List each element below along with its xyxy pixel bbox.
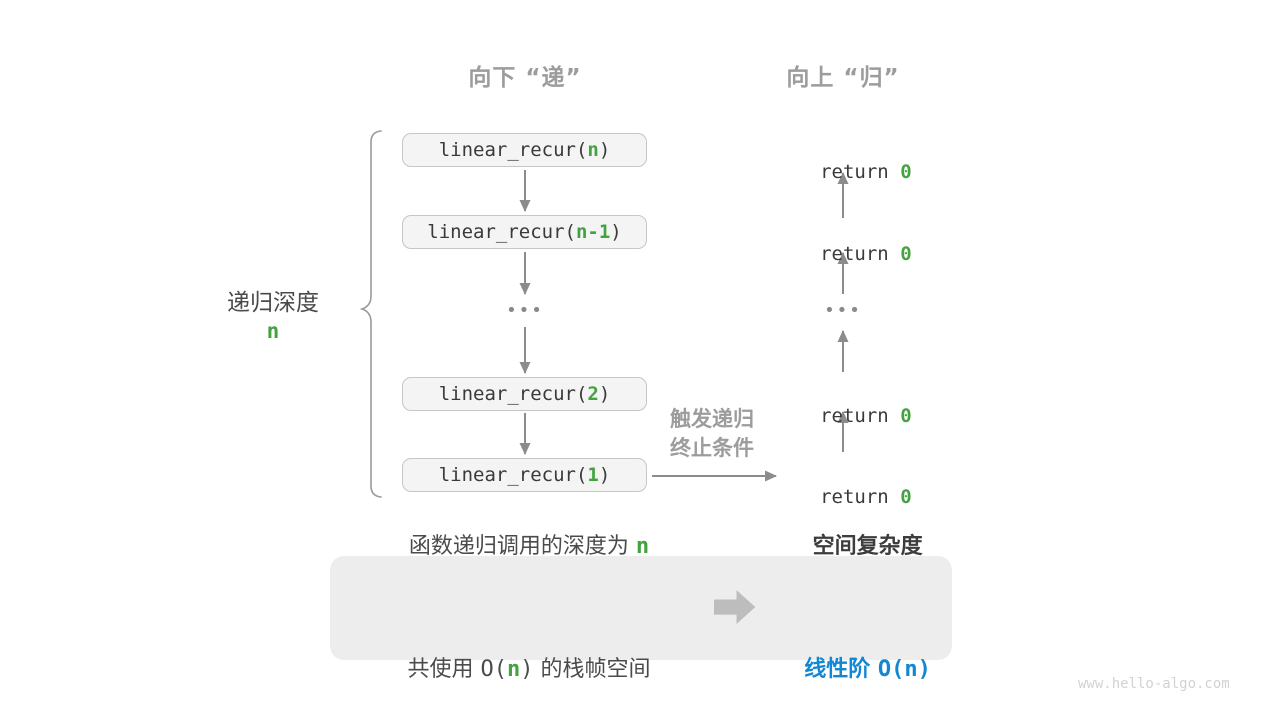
return-label-2: return 0 bbox=[763, 221, 923, 287]
descend-header: 向下 “递” bbox=[468, 65, 582, 91]
ascend-header: 向上 “归” bbox=[786, 65, 900, 91]
depth-label: 递归深度 bbox=[227, 290, 319, 316]
summary-right-text: 空间复杂度 线性阶 O(n) bbox=[783, 444, 952, 720]
call-text: ) bbox=[610, 221, 622, 243]
call-text: linear_recur( bbox=[438, 383, 588, 405]
call-text: linear_recur( bbox=[438, 464, 588, 486]
big-o-n: n bbox=[506, 657, 521, 682]
return-text: return bbox=[820, 405, 901, 427]
call-text: ) bbox=[598, 383, 611, 405]
return-value: 0 bbox=[900, 405, 912, 427]
call-arg: n-1 bbox=[575, 221, 611, 243]
return-label-1: return 0 bbox=[763, 139, 923, 205]
summary-line2-post: 的栈帧空间 bbox=[533, 657, 651, 682]
summary-line1: 函数递归调用的深度为 n bbox=[362, 526, 696, 567]
call-text: linear_recur( bbox=[427, 221, 576, 243]
return-value: 0 bbox=[900, 486, 912, 508]
summary-line2: 共使用 O(n) 的栈帧空间 bbox=[362, 649, 696, 690]
summary-line1-text: 函数递归调用的深度为 bbox=[408, 534, 636, 559]
ellipsis-returns: ••• bbox=[824, 300, 862, 321]
call-box-n-1: linear_recur(n-1) bbox=[402, 215, 647, 249]
call-box-n: linear_recur(n) bbox=[402, 133, 647, 167]
space-complexity-result: 线性阶 O(n) bbox=[783, 649, 952, 690]
call-text: ) bbox=[598, 139, 611, 161]
summary-left-text: 函数递归调用的深度为 n 共使用 O(n) 的栈帧空间 bbox=[362, 444, 696, 720]
return-text: return bbox=[820, 161, 901, 183]
result-o-close: ) bbox=[917, 657, 931, 682]
result-prefix: 线性阶 bbox=[804, 657, 878, 682]
return-label-3: return 0 bbox=[763, 383, 923, 449]
call-arg: 2 bbox=[587, 383, 599, 405]
result-o-open: O( bbox=[877, 657, 905, 682]
big-o-open: O( bbox=[480, 657, 507, 682]
call-arg: 1 bbox=[587, 464, 599, 486]
call-text: linear_recur( bbox=[438, 139, 588, 161]
return-text: return bbox=[820, 486, 901, 508]
depth-value: n bbox=[266, 319, 280, 343]
base-case-line1: 触发递归 bbox=[670, 407, 754, 431]
space-complexity-title: 空间复杂度 bbox=[812, 534, 923, 559]
watermark: www.hello-algo.com bbox=[1078, 676, 1230, 692]
complexity-summary-box: 函数递归调用的深度为 n 共使用 O(n) 的栈帧空间 空间复杂度 线性阶 O(… bbox=[330, 534, 952, 682]
base-case-label: 触发递归 终止条件 bbox=[632, 405, 792, 463]
implies-arrow-icon bbox=[713, 590, 756, 624]
summary-line2-pre: 共使用 bbox=[407, 657, 481, 682]
big-o-close: ) bbox=[520, 657, 534, 682]
call-box-1: linear_recur(1) bbox=[402, 458, 647, 492]
return-value: 0 bbox=[900, 161, 912, 183]
return-text: return bbox=[820, 243, 901, 265]
call-arg: n bbox=[587, 139, 599, 161]
call-text: ) bbox=[598, 464, 611, 486]
summary-line1-value: n bbox=[635, 534, 650, 559]
base-case-line2: 终止条件 bbox=[670, 436, 754, 460]
result-o-n: n bbox=[904, 657, 918, 682]
ellipsis-calls: ••• bbox=[506, 300, 544, 321]
return-value: 0 bbox=[900, 243, 912, 265]
return-label-4: return 0 bbox=[763, 464, 923, 530]
call-box-2: linear_recur(2) bbox=[402, 377, 647, 411]
